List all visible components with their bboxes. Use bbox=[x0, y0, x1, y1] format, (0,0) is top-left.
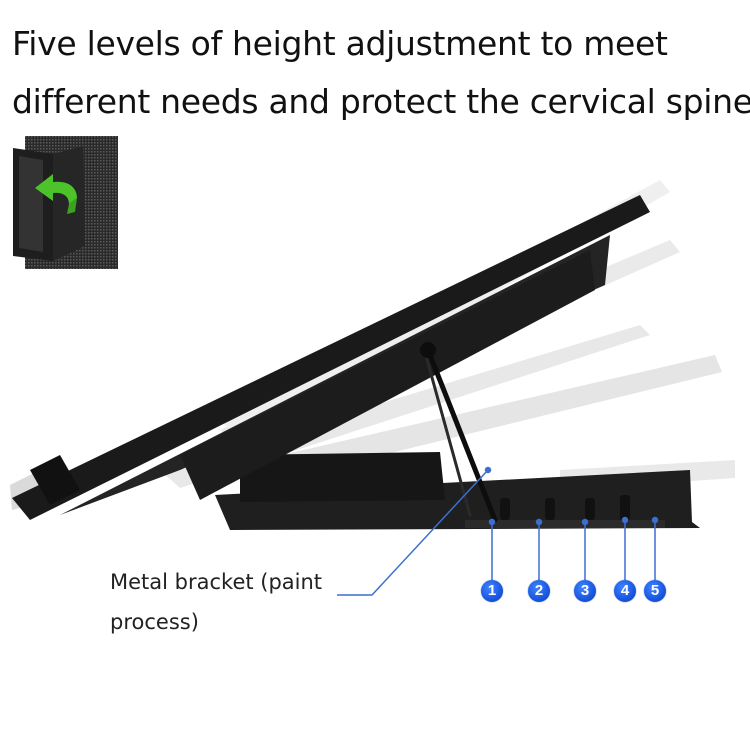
green-rotate-arrow-icon bbox=[35, 174, 77, 214]
stand-base bbox=[215, 452, 700, 530]
stand-deck bbox=[12, 195, 650, 520]
laptop-stand-illustration bbox=[10, 180, 735, 530]
bracket-caption-line-1: Metal bracket (paint bbox=[110, 570, 323, 594]
level-badge-5: 5 bbox=[644, 580, 666, 602]
level-badge-1: 1 bbox=[481, 580, 503, 602]
level-badge-3: 3 bbox=[574, 580, 596, 602]
headline-line-1: Five levels of height adjustment to meet bbox=[12, 24, 668, 63]
level-badge-4: 4 bbox=[614, 580, 636, 602]
bracket-closeup-inset bbox=[13, 136, 118, 269]
headline-line-2: different needs and protect the cervical… bbox=[12, 82, 750, 121]
bracket-caption-line-2: process) bbox=[110, 610, 199, 634]
level-badge-2: 2 bbox=[528, 580, 550, 602]
